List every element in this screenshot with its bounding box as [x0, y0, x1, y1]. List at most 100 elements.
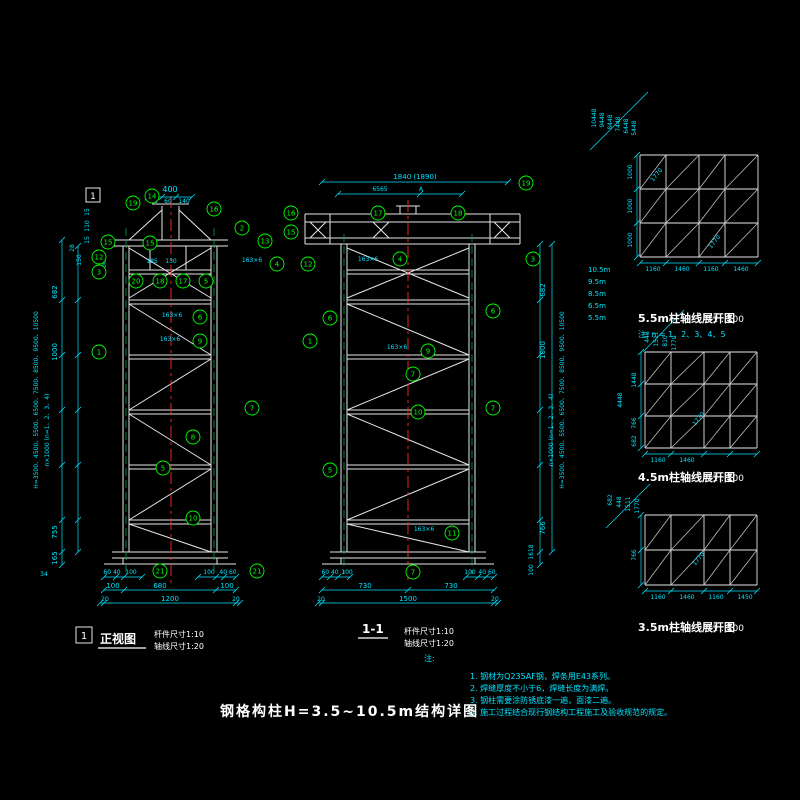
- dim-label: 682: [539, 283, 547, 296]
- dim-tick: [74, 406, 82, 414]
- grid-diagonal: [639, 188, 667, 224]
- balloon-number: 12: [95, 254, 104, 262]
- balloon: [525, 251, 541, 267]
- dim-label: n×1000 (n=1、2、3、4): [44, 394, 51, 467]
- section-view-linework: [304, 205, 521, 565]
- balloon: [152, 273, 168, 289]
- balloon: [206, 201, 222, 217]
- balloon: [142, 235, 158, 251]
- dim-tick: [548, 240, 556, 248]
- dim-tick: [462, 573, 470, 581]
- dim-tick: [74, 461, 82, 469]
- front-view-scale-axis: 轴线尺寸1:20: [154, 641, 204, 651]
- dim-label: 1000: [627, 164, 634, 179]
- dim-label: 15: [84, 208, 91, 216]
- balloon-number: 2: [240, 225, 244, 233]
- dim-tick: [232, 599, 240, 607]
- dim-label: 1000: [51, 343, 59, 361]
- dim-label: 60 40: [321, 569, 338, 576]
- balloon: [420, 343, 436, 359]
- section-view-scale-axis: 轴线尺寸1:20: [404, 638, 454, 648]
- dim-tick: [416, 190, 424, 198]
- dim-label: 766: [631, 417, 638, 429]
- dim-label: 185: [146, 258, 158, 265]
- dim-tick: [633, 253, 641, 261]
- balloon-number: 16: [210, 206, 219, 214]
- dim-label: A: [419, 186, 424, 193]
- section-cut-box: [85, 187, 101, 203]
- dim-tick: [318, 599, 326, 607]
- dim-label: 100: [464, 569, 476, 576]
- grid-diagonal: [644, 383, 672, 417]
- dim-label: 60 40: [103, 569, 120, 576]
- dim-tick: [633, 185, 641, 193]
- grid-diagonal: [665, 188, 700, 224]
- front-view-marker-box: [75, 626, 93, 644]
- dim-label: 40 60: [219, 569, 236, 576]
- dim-label: 1618: [528, 544, 535, 559]
- dim-label: 100: [106, 582, 119, 590]
- development-stack-lines: [589, 91, 685, 529]
- dim-label: 1511: [653, 331, 660, 346]
- balloon: [128, 273, 144, 289]
- dim-tick: [318, 178, 326, 186]
- balloon: [249, 563, 265, 579]
- balloon: [370, 205, 386, 221]
- grid-diagonal: [639, 154, 667, 190]
- dim-tick: [726, 587, 734, 595]
- front-view-diagonals: [128, 247, 212, 553]
- note-line: 4. 施工过程结合现行钢结构工程施工及验收规范的规定。: [470, 707, 672, 717]
- dim-tick: [100, 573, 108, 581]
- balloon: [152, 563, 168, 579]
- balloon: [283, 224, 299, 240]
- note-line: 2. 焊缝厚度不小于6，焊缝长度为满焊。: [470, 683, 613, 693]
- balloon-number: 21: [156, 568, 165, 576]
- dim-label: 1840 (1890): [393, 173, 437, 181]
- dim-tick: [536, 561, 544, 569]
- grid-diagonal: [670, 415, 705, 449]
- dim-label: 163×6: [162, 312, 182, 319]
- balloon-number: 13: [261, 238, 270, 246]
- dim-tick: [536, 240, 544, 248]
- dim-tick: [74, 516, 82, 524]
- development-2-scale: 1 : 100: [712, 474, 744, 484]
- centerlines: [170, 196, 409, 584]
- dim-label: 8448: [607, 114, 614, 129]
- dim-label: 28: [69, 244, 76, 252]
- dim-label: 100: [203, 569, 215, 576]
- balloon-number: 3: [531, 256, 535, 264]
- grid-diagonal: [724, 154, 759, 190]
- dim-tick: [700, 450, 708, 458]
- balloon-number: 10: [189, 515, 198, 523]
- dim-label: 40 60: [478, 569, 495, 576]
- balloon-number: 15: [287, 229, 296, 237]
- grid-diagonal: [644, 351, 672, 385]
- dim-tick: [490, 573, 498, 581]
- dim-tick: [641, 587, 649, 595]
- dim-tick: [536, 516, 544, 524]
- grid-diagonal: [698, 188, 726, 224]
- balloon-number: 7: [491, 405, 495, 413]
- dim-label: 163×6: [387, 344, 407, 351]
- dim-label: 6565: [372, 186, 387, 193]
- dim-tick: [100, 599, 108, 607]
- dim-tick: [236, 599, 244, 607]
- balloon-number: 1: [308, 338, 312, 346]
- balloon-number: 4: [275, 261, 280, 269]
- dim-tick: [138, 573, 146, 581]
- grid-diagonal: [724, 222, 759, 258]
- dim-label: H=3500、4500、5500、6500、7500、8500、9500、105…: [559, 311, 566, 489]
- grid-diagonal: [703, 415, 731, 449]
- dim-tick: [536, 406, 544, 414]
- dim-label: 8.5m: [588, 290, 606, 298]
- balloon: [192, 333, 208, 349]
- balloon: [192, 309, 208, 325]
- dim-label: 682: [631, 435, 638, 447]
- dim-tick: [58, 561, 66, 569]
- balloon-number: 19: [129, 200, 138, 208]
- dim-tick: [158, 193, 166, 201]
- dim-label: 1160: [703, 266, 718, 273]
- dim-label: 200: [101, 260, 108, 272]
- dim-tick: [637, 511, 645, 519]
- dim-tick: [212, 586, 220, 594]
